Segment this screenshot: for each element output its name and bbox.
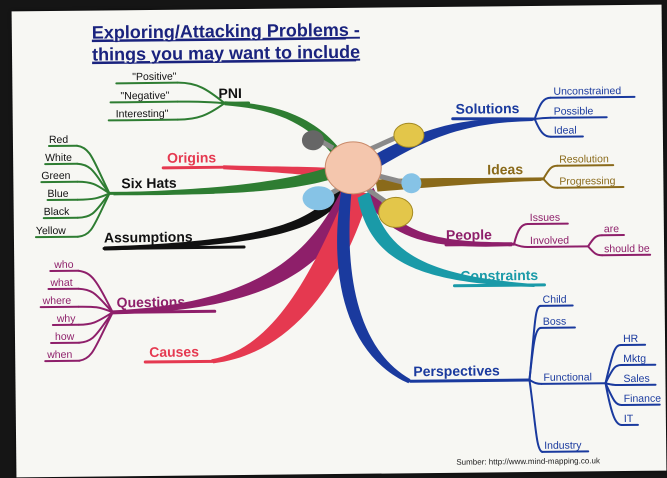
functional-item: HR [623,333,639,345]
perspectives-item: Boss [543,316,566,328]
source-credit: Sumber: http://www.mind-mapping.co.uk [456,456,601,467]
solutions-item: Ideal [554,125,577,137]
six-hats-item: Blue [47,188,68,200]
questions-item: why [56,313,77,325]
ideas-item: Progressing [559,175,615,188]
questions-item: what [49,277,72,289]
title-underline-2 [92,60,357,65]
solutions-items: Unconstrained Possible Ideal [553,85,621,137]
questions-items: who what where why how when [42,259,77,361]
solutions-item: Possible [554,105,594,117]
branch-label-assumptions: Assumptions [104,229,193,246]
hub-blue-sphere-right [401,173,422,194]
people-involved-item: are [604,223,619,235]
perspectives-item: Functional [543,371,592,384]
ideas-item: Resolution [559,153,609,166]
six-hats-items: Red White Green Blue Black Yellow [36,134,72,237]
branch-label-causes: Causes [149,343,199,360]
pni-item: "Positive" [132,71,177,83]
functional-item: Mktg [623,353,646,365]
branch-perspectives [337,189,411,384]
pni-item: Interesting" [116,108,169,121]
solutions-item: Unconstrained [553,85,621,98]
ideas-items: Resolution Progressing [559,153,616,188]
people-involved-item: should be [604,243,650,255]
people-item: Involved [530,235,569,247]
branch-label-six-hats: Six Hats [121,175,177,192]
branch-six-hats [113,166,336,196]
sub-branches [34,81,661,453]
pni-item: "Negative" [120,90,169,103]
branch-label-pni: PNI [218,85,242,101]
perspectives-items: Child Boss Functional Industry [543,294,592,452]
functional-item: Sales [623,373,649,385]
functional-items: HR Mktg Sales Finance IT [623,333,661,425]
branch-label-questions: Questions [117,294,186,311]
hub-blue-sphere-left [302,186,335,211]
perspectives-item: Child [543,294,567,306]
six-hats-item: Black [44,206,71,218]
people-items: Issues Involved are should be [530,212,650,256]
hub-gray-sphere [301,130,324,151]
title-line-1: Exploring/Attacking Problems - [92,20,360,43]
questions-item: where [42,295,72,307]
title-underline-1 [91,38,346,43]
mind-map-diagram: Exploring/Attacking Problems - things yo… [34,20,661,467]
mind-map-sheet: Exploring/Attacking Problems - things yo… [11,4,667,478]
branch-label-solutions: Solutions [456,100,520,117]
branch-questions [112,185,360,315]
label-lines [102,101,546,383]
functional-item: Finance [624,393,662,405]
branch-label-ideas: Ideas [487,161,523,177]
branch-label-perspectives: Perspectives [413,362,500,379]
hub-yellow-sphere-bottom [378,196,414,228]
questions-item: who [53,259,74,271]
six-hats-item: Green [41,170,70,182]
title-line-2: things you may want to include [92,42,360,65]
people-item: Issues [530,212,560,224]
six-hats-item: White [45,152,72,164]
six-hats-item: Yellow [36,225,67,237]
perspectives-item: Industry [544,439,582,451]
branch-label-constraints: Constraints [460,267,538,284]
questions-item: how [55,331,75,343]
branch-label-origins: Origins [167,149,216,166]
branch-pni [224,101,344,159]
questions-item: when [46,349,72,361]
branch-people [365,187,513,247]
branch-causes [211,189,370,364]
hub-yellow-sphere-top [393,122,425,148]
pni-items: "Positive" "Negative" Interesting" [116,71,177,121]
six-hats-item: Red [49,134,69,146]
central-hub-icon [301,122,425,228]
hub-center-sphere [324,141,382,195]
functional-item: IT [624,413,634,425]
branch-label-people: People [446,226,492,242]
